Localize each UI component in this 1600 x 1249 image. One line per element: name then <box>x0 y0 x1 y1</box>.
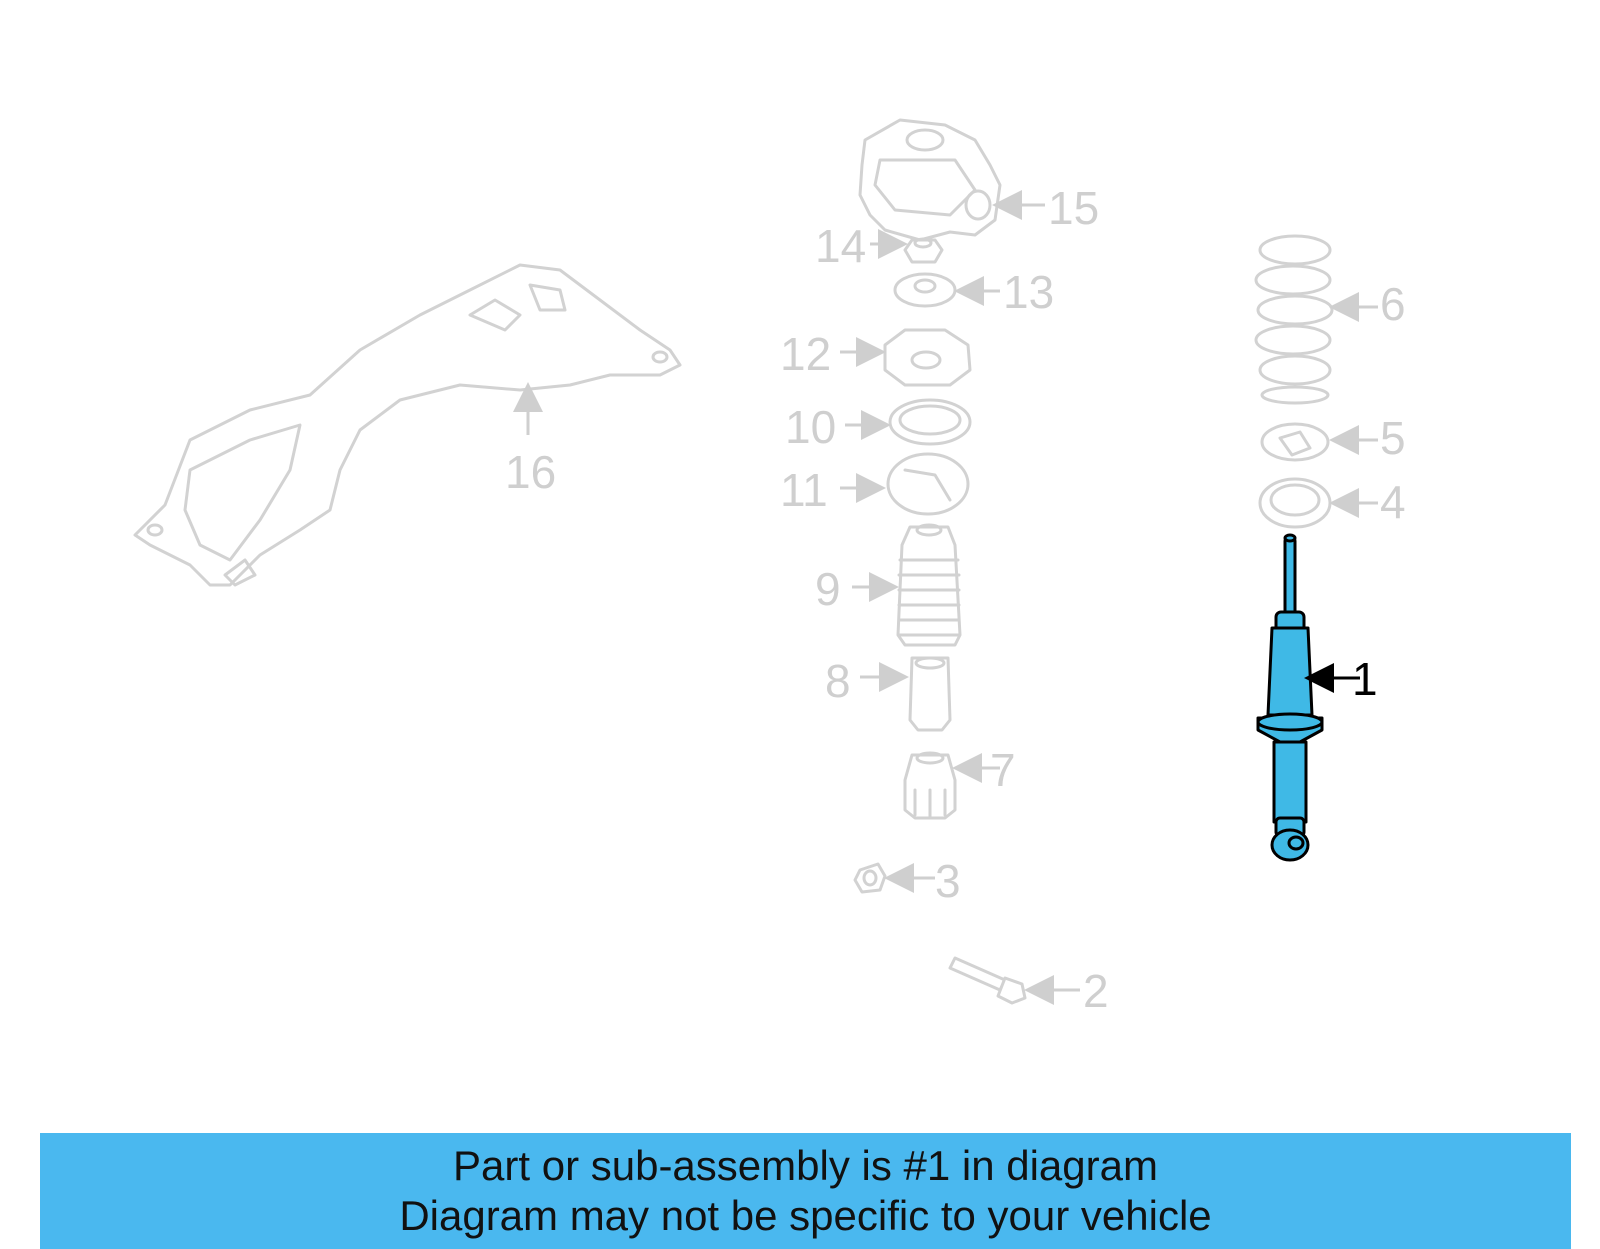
callout-6: 6 <box>1380 278 1406 330</box>
callout-3: 3 <box>935 855 961 907</box>
crossmember-part-16[interactable]: 16 <box>133 263 682 587</box>
callout-16: 16 <box>505 446 556 498</box>
callout-7: 7 <box>990 744 1016 796</box>
nut-part-3[interactable]: 3 <box>853 855 961 907</box>
callout-10: 10 <box>785 401 836 453</box>
callout-15: 15 <box>1048 182 1099 234</box>
info-banner: Part or sub-assembly is #1 in diagram Di… <box>40 1133 1571 1249</box>
bushing-part-7[interactable]: 7 <box>903 744 1016 820</box>
washer-part-13[interactable]: 13 <box>893 266 1054 318</box>
insulator-part-4[interactable]: 4 <box>1258 476 1406 529</box>
callout-9: 9 <box>815 563 841 615</box>
callout-11: 11 <box>780 464 828 516</box>
callout-13: 13 <box>1003 266 1054 318</box>
callout-1: 1 <box>1352 653 1378 705</box>
callout-14: 14 <box>815 220 866 272</box>
upper-mount-part-15[interactable]: 15 <box>858 118 1099 242</box>
bolt-part-2[interactable]: 2 <box>948 956 1109 1017</box>
spring-seat-part-10[interactable]: 10 <box>785 398 972 453</box>
spring-seat-part-5[interactable]: 5 <box>1260 412 1406 464</box>
dust-boot-part-9[interactable]: 9 <box>815 523 962 647</box>
nut-part-14[interactable]: 14 <box>815 220 944 272</box>
shock-absorber-part-1[interactable]: 1 <box>1256 533 1378 862</box>
bump-stop-part-8[interactable]: 8 <box>825 655 952 732</box>
callout-4: 4 <box>1380 476 1406 528</box>
banner-line-1: Part or sub-assembly is #1 in diagram <box>453 1142 1158 1189</box>
coil-spring-part-6[interactable]: 6 <box>1254 234 1406 405</box>
insulator-part-11[interactable]: 11 <box>780 452 970 516</box>
callout-8: 8 <box>825 655 851 707</box>
callout-12: 12 <box>780 328 831 380</box>
bearing-seat-part-12[interactable]: 12 <box>780 328 972 387</box>
callout-2: 2 <box>1083 965 1109 1017</box>
callout-5: 5 <box>1380 412 1406 464</box>
banner-line-2: Diagram may not be specific to your vehi… <box>399 1192 1212 1239</box>
